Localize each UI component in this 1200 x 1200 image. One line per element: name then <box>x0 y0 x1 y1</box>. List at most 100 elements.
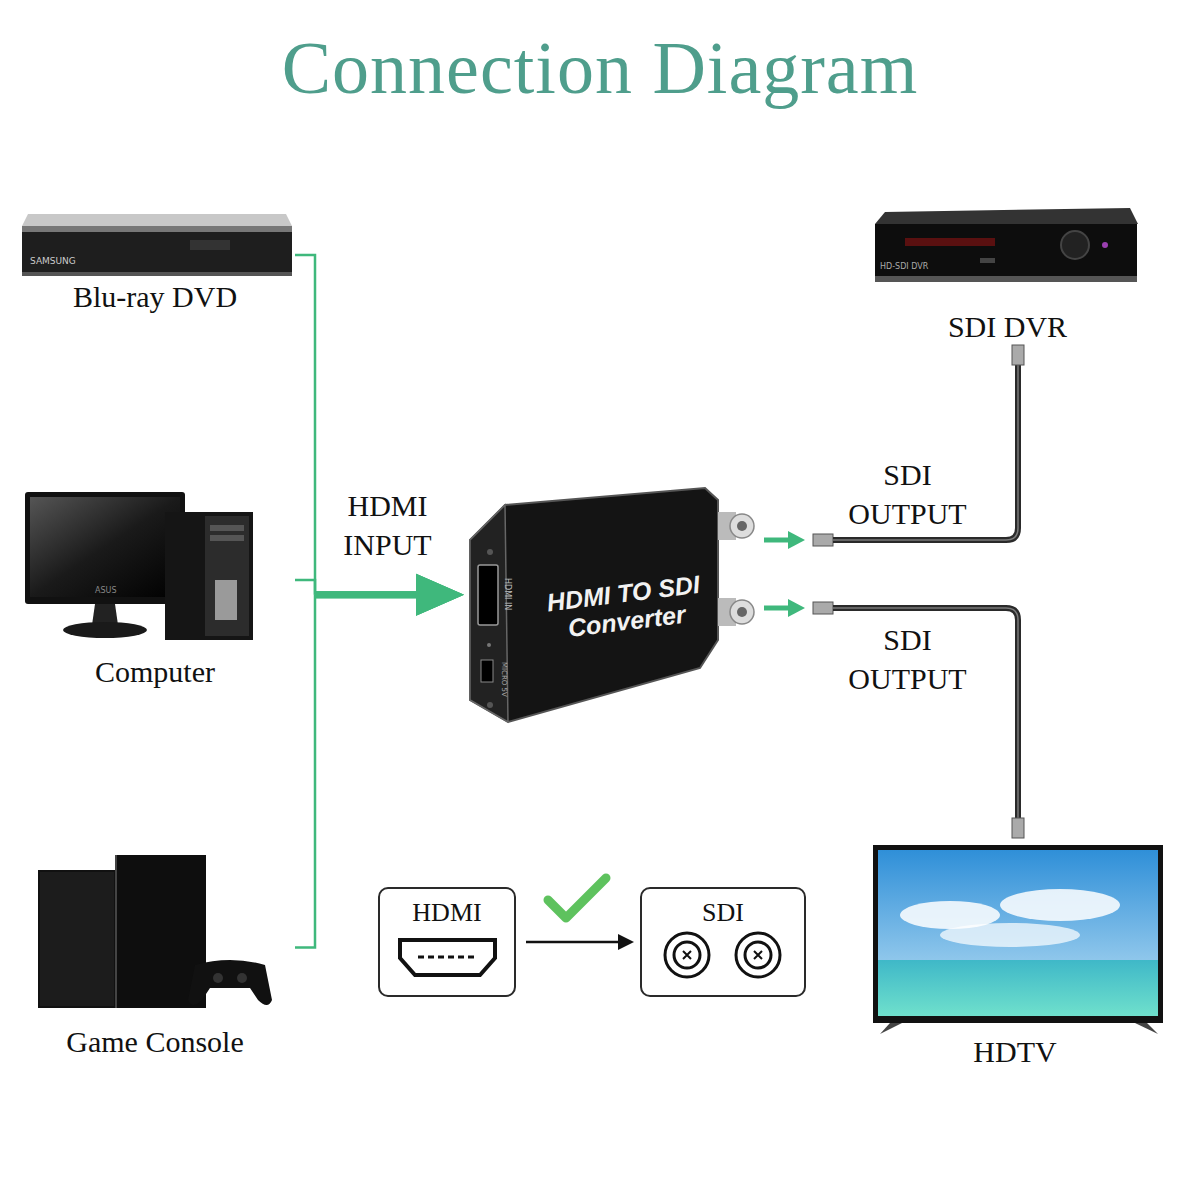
device-marking: HDMI IN <box>503 578 512 610</box>
device-marking: MICRO 5V <box>500 662 508 697</box>
arrow-head <box>788 531 805 549</box>
hdtv-illustration <box>940 923 1080 947</box>
bnc-port-icon <box>665 933 780 977</box>
game-console-illustration <box>40 872 114 1006</box>
computer-illustration <box>25 492 253 640</box>
connector <box>295 255 464 616</box>
game-console-illustration <box>237 973 247 983</box>
connector-line <box>526 941 622 944</box>
game-console-illustration <box>115 855 117 1008</box>
converter-illustration <box>737 521 747 531</box>
converter-illustration <box>478 565 498 625</box>
bluray-player <box>190 240 230 250</box>
hdtv-illustration <box>873 845 1163 1023</box>
arrow-shaft <box>764 538 790 543</box>
computer-illustration <box>205 516 249 636</box>
device-marking: ASUS <box>95 586 116 595</box>
converter-illustration <box>487 643 491 647</box>
format-label: HDMI <box>380 897 514 928</box>
computer-illustration <box>210 535 244 541</box>
bnc-port-icon <box>754 951 762 959</box>
computer-illustration <box>210 525 244 531</box>
arrow-shaft <box>315 591 420 598</box>
converter-illustration <box>730 514 754 538</box>
bnc-plug <box>1012 818 1024 838</box>
source-device: Game Console <box>15 835 295 1060</box>
device-name: Game Console <box>0 1024 315 1060</box>
computer-illustration <box>92 604 118 625</box>
format-label: SDI <box>642 897 804 928</box>
source-device: Blu-ray DVD <box>15 195 295 315</box>
device-name: Blu-ray DVD <box>0 279 315 315</box>
arrow-shaft <box>764 606 790 611</box>
check-mark <box>548 878 606 918</box>
bluray-player <box>22 226 292 272</box>
dvr-illustration <box>980 258 995 263</box>
computer-illustration <box>30 497 180 597</box>
converter-illustration <box>470 505 508 722</box>
bracket-line <box>295 255 315 595</box>
bluray-player <box>22 214 292 276</box>
converter-illustration <box>470 488 754 722</box>
bnc-port-icon <box>683 951 691 959</box>
game-console-illustration <box>38 855 272 1008</box>
converter-illustration <box>481 660 493 682</box>
connector <box>764 345 1024 549</box>
bracket-line <box>295 580 315 595</box>
bracket-line <box>295 595 315 948</box>
output-device: HDTV <box>860 838 1170 1070</box>
device-marking: HD-SDI DVR <box>880 262 928 271</box>
dvr-illustration <box>875 208 1138 224</box>
hdmi-port-icon <box>418 956 478 959</box>
game-console-illustration <box>188 960 272 1005</box>
connector <box>295 574 464 948</box>
dvr-illustration <box>1102 242 1108 248</box>
converter-illustration <box>487 702 493 708</box>
source-device: Computer <box>15 470 295 690</box>
hdtv-illustration <box>878 850 1158 1016</box>
bnc-plug <box>813 534 833 546</box>
dvr-illustration <box>875 224 1137 276</box>
game-console-illustration <box>213 973 223 983</box>
converter-illustration <box>737 607 747 617</box>
device-marking: SAMSUNG <box>30 256 76 266</box>
bluray-player <box>22 226 292 232</box>
device-name: Computer <box>0 654 315 690</box>
device-name: SDI DVR <box>850 309 1165 345</box>
computer-illustration <box>215 580 237 620</box>
computer-illustration <box>25 492 185 604</box>
game-console-illustration <box>38 870 116 1008</box>
arrow-head <box>618 934 634 950</box>
device-name: HDTV <box>840 1034 1190 1070</box>
bnc-port-icon <box>665 933 709 977</box>
dvr-illustration <box>1061 231 1089 259</box>
connector <box>295 574 464 616</box>
converter-illustration <box>487 549 493 555</box>
computer-illustration <box>165 512 253 640</box>
dvr-illustration <box>875 276 1137 282</box>
bnc-port-icon <box>674 942 700 968</box>
signal-label: SDI OUTPUT <box>830 455 985 533</box>
dvr-illustration <box>875 208 1138 282</box>
hdtv-illustration <box>873 845 1163 1034</box>
diagram-title: Connection Diagram <box>0 28 1200 109</box>
arrow-shaft <box>315 591 420 598</box>
arrow-head <box>788 599 805 617</box>
arrow-head <box>416 574 464 616</box>
format-box: SDI <box>640 887 806 997</box>
check-mark <box>548 878 606 918</box>
signal-label: SDI OUTPUT <box>830 620 985 698</box>
hdtv-illustration <box>878 960 1158 1016</box>
bluray-player <box>22 214 292 226</box>
hdtv-illustration <box>1000 889 1120 921</box>
hdtv-illustration <box>1135 1023 1158 1034</box>
bluray-player <box>22 272 292 276</box>
arrow-head <box>416 574 464 616</box>
format-box: HDMI <box>378 887 516 997</box>
device-label: HDMI TO SDI Converter <box>527 569 722 647</box>
arrow-head <box>416 574 464 616</box>
